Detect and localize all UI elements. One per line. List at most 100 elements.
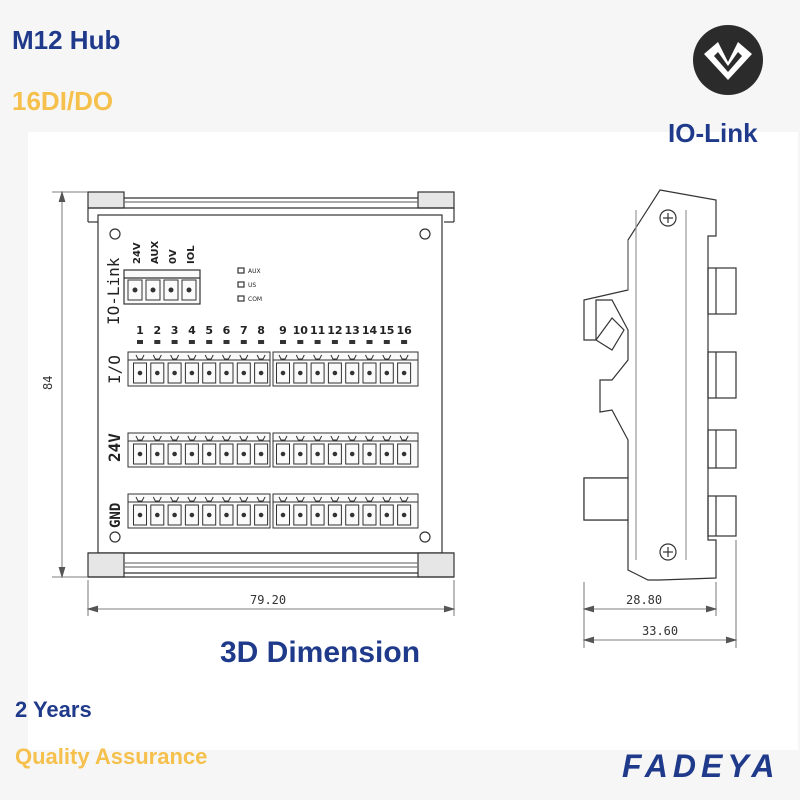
terminal-latch [313,496,323,502]
terminal-latch [204,435,214,441]
terminal-slot [293,362,308,384]
terminal-slot [254,504,269,526]
product-title: M12 Hub [12,25,121,55]
terminal-latch [347,354,357,360]
led-label-aux: AUX [248,268,261,275]
terminal-slot [219,362,234,384]
terminal-latch [204,496,214,502]
channel-led [297,340,304,344]
screw-dot [367,512,372,518]
channel-led [331,340,338,344]
front-dimensions [52,190,456,616]
terminal-slot [362,362,377,384]
terminal-slot [202,504,217,526]
row-gnd-label: GND [108,503,124,528]
terminal-slot [236,443,251,465]
channel-number: 12 [327,324,342,337]
screw-dot [332,512,338,518]
terminal-slot [133,504,147,526]
terminal-latch [295,435,305,441]
terminal-latch [187,354,197,360]
terminal-latch [330,354,340,360]
terminal-slot [345,443,360,465]
screw-dot [206,512,212,518]
terminal-label-24v: 24V [132,242,143,264]
terminal-slot [397,443,412,465]
screw-dot [132,287,138,293]
screw-dot [349,451,355,457]
terminal-latch [295,496,305,502]
channel-number: 5 [205,324,213,337]
screw-dot [241,512,247,518]
terminal-latch [135,354,145,360]
channel-number: 7 [240,324,248,337]
quality-text: Quality Assurance [15,744,208,769]
power-terminal-slot [181,279,197,301]
screw-dot [172,512,177,518]
screw-dot [280,512,286,518]
diagram-caption: 3D Dimension [220,636,421,669]
channel-led [258,340,265,344]
screw-dot [384,512,390,518]
terminal-slot [167,443,182,465]
screw-dot [384,370,390,376]
screw-dot [206,451,212,457]
height-dimension: 84 [41,376,55,390]
terminal-slot [202,362,217,384]
terminal-latch [399,496,409,502]
terminal-slot [276,443,290,465]
screw-dot [168,287,174,293]
terminal-latch [313,354,323,360]
terminal-latch [278,435,288,441]
channel-leds [137,340,408,344]
terminal-latch [170,435,180,441]
terminal-slot [345,362,360,384]
terminal-slot [310,443,325,465]
side-inner-width: 28.80 [626,593,662,607]
screw-dot [401,512,407,518]
screw-dot [172,370,177,376]
terminal-slot [254,443,269,465]
terminal-latch [278,354,288,360]
protocol-label: IO-Link [668,118,758,148]
terminal-slot [236,362,251,384]
channel-led [137,340,143,344]
terminal-latch [256,354,266,360]
product-subtitle: 16DI/DO [12,86,114,116]
terminal-slot [345,504,360,526]
side-view [582,189,738,648]
terminal-latch [239,435,249,441]
terminal-latch [256,496,266,502]
terminal-latch [330,435,340,441]
screw-dot [172,451,177,457]
screw-dot [206,370,212,376]
screw-dot [258,512,264,518]
terminal-latch [295,354,305,360]
channel-led [314,340,321,344]
channel-number: 13 [345,324,360,337]
terminal-slot [327,504,342,526]
brand-logo-text: FADEYA [622,748,780,784]
terminal-slot [397,504,412,526]
terminal-slot [184,362,199,384]
io-row-label: I/O [105,355,124,384]
screw-dot [186,287,192,293]
terminal-slot [219,504,234,526]
terminal-slot [167,362,182,384]
terminal-slot [150,504,165,526]
terminal-latch [135,496,145,502]
terminal-latch [135,435,145,441]
channel-number: 6 [223,324,231,337]
terminal-label-aux: AUX [150,240,161,264]
terminal-latch [222,354,231,360]
channel-number: 11 [310,324,325,337]
terminal-latch [222,435,231,441]
terminal-slot [293,504,308,526]
power-terminal-screws [127,279,197,301]
screw-dot [401,370,407,376]
terminal-slot [362,504,377,526]
terminal-slot [202,443,217,465]
screw-dot [349,512,355,518]
terminal-slot [293,443,308,465]
